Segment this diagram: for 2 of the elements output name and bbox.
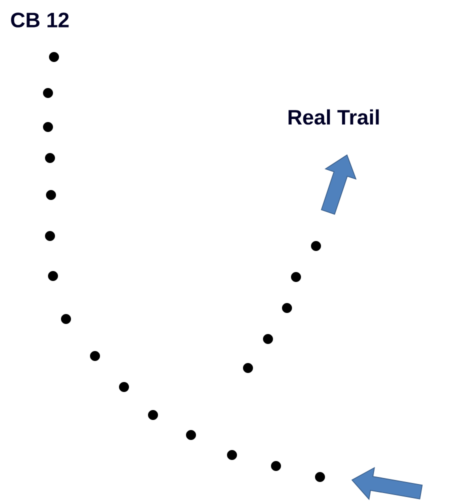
trail-label: CB 12 <box>11 12 69 28</box>
trail-label: Real Trail <box>288 109 379 125</box>
